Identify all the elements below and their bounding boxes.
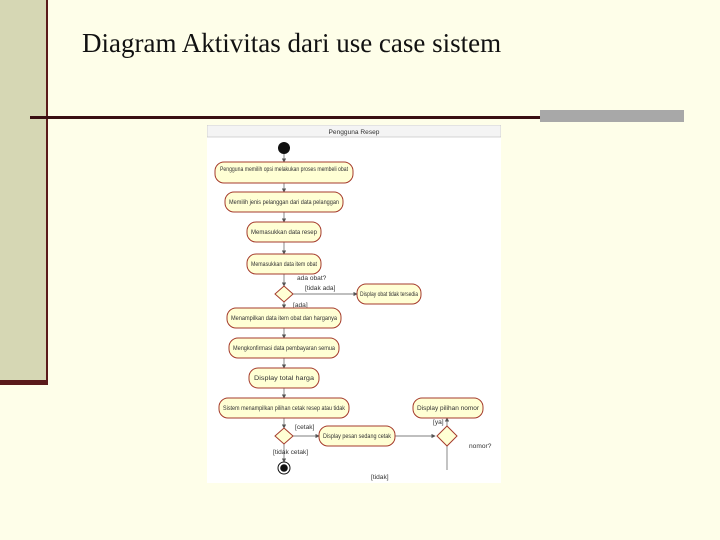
activity-confirm-payment: Mengkonfirmasi data pembayaran semua [228, 337, 340, 359]
guard-label: nomor? [469, 443, 492, 450]
activity-number-option: Display pilihan nomor [412, 397, 484, 419]
activity-label: Display total harga [254, 375, 314, 382]
guard-label: [ada] [293, 302, 308, 309]
left-accent-edge [0, 380, 48, 385]
title-underline-accent [540, 110, 684, 122]
title-underline [30, 116, 540, 119]
activity-diagram: Pengguna Resep Pengguna memilih opsi mel… [207, 125, 501, 483]
activity-label: Sistem menampilkan pilihan cetak resep a… [223, 405, 346, 412]
activity-label: Display obat tidak tersedia [360, 291, 418, 298]
activity-label: Display pilihan nomor [417, 405, 480, 412]
left-accent-bar [0, 0, 46, 384]
activity-diagram-svg: Pengguna Resep Pengguna memilih opsi mel… [207, 125, 501, 481]
activity-label: Mengkonfirmasi data pembayaran semua [233, 345, 335, 352]
activity-print-option: Sistem menampilkan pilihan cetak resep a… [218, 397, 350, 419]
decision-number [436, 425, 458, 447]
activity-enter-drug-item: Memasukkan data item obat [246, 253, 322, 275]
activity-label: Memilih jenis pelanggan dari data pelang… [229, 199, 339, 206]
activity-label: Memasukkan data item obat [251, 261, 317, 268]
guard-label: [tidak] [371, 474, 389, 481]
activity-printing-message: Display pesan sedang cetak [318, 425, 396, 447]
activity-show-items-prices: Menampilkan data item obat dan harganya [226, 307, 342, 329]
swimlane-header [207, 125, 501, 138]
decision-drug-available [274, 285, 294, 303]
guard-label: [tidak cetak] [273, 449, 308, 456]
activity-display-total: Display total harga [248, 367, 320, 389]
initial-node [278, 142, 290, 154]
activity-enter-prescription: Memasukkan data resep [246, 221, 322, 243]
left-accent-line [46, 0, 48, 385]
guard-label: [tidak ada] [305, 285, 336, 292]
final-node-inner [280, 464, 288, 472]
activity-select-customer: Memilih jenis pelanggan dari data pelang… [224, 191, 344, 213]
activity-label: Display pesan sedang cetak [323, 433, 392, 440]
guard-label: [ya] [433, 419, 444, 426]
activity-label: Pengguna memilih opsi melakukan proses m… [220, 166, 348, 173]
activity-drug-unavailable: Display obat tidak tersedia [356, 283, 422, 305]
slide-title: Diagram Aktivitas dari use case sistem [82, 28, 502, 58]
decision-print [274, 427, 294, 445]
activity-select-option: Pengguna memilih opsi melakukan proses m… [214, 161, 354, 184]
activity-label: Menampilkan data item obat dan harganya [231, 315, 337, 322]
guard-label: [cetak] [295, 424, 315, 431]
guard-label: ada obat? [297, 275, 327, 282]
swimlane-label: Pengguna Resep [329, 129, 380, 136]
activity-label: Memasukkan data resep [251, 229, 317, 236]
